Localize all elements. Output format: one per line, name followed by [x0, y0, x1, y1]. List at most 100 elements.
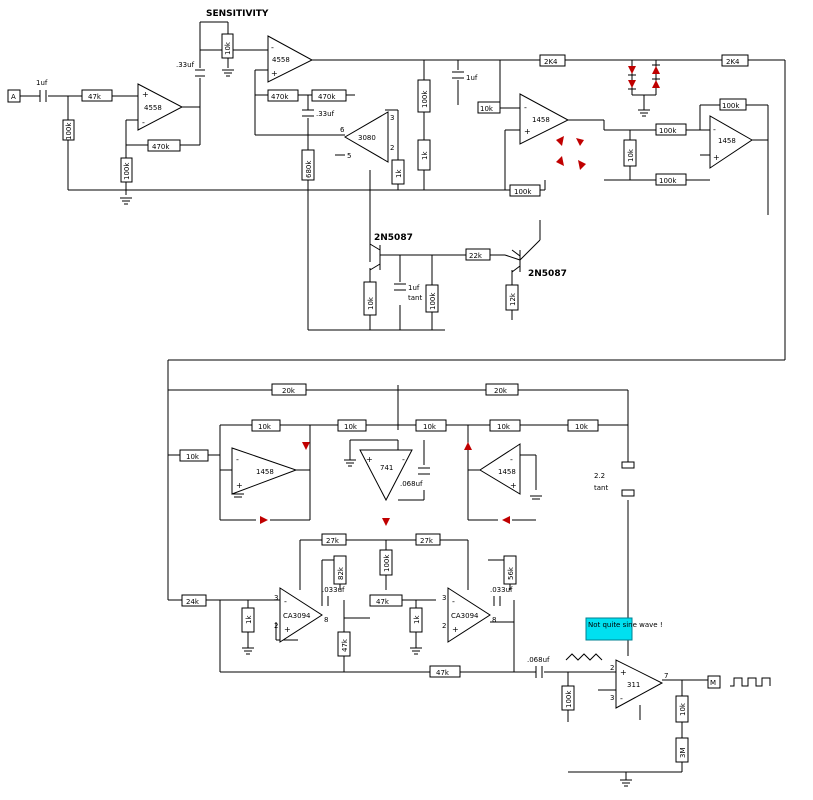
sine-note-callout: Not quite sine wave !: [565, 617, 663, 661]
q2-label: 2N5087: [528, 269, 567, 279]
svg-text:+: +: [366, 455, 373, 464]
opamp-u7: + - 741: [359, 449, 413, 502]
r-10k-sens-label: 10k: [224, 41, 232, 55]
c-033-a-label: .033uf: [322, 586, 345, 594]
svg-text:-: -: [284, 597, 287, 606]
opamp-u9-label: CA3094: [283, 612, 311, 620]
square-wave-icon: [730, 677, 771, 687]
svg-text:+: +: [713, 153, 720, 162]
r-100k-q-label: 100k: [429, 292, 437, 310]
tant-label: tant: [408, 294, 422, 302]
comparator-u11: + - 311 2 3 7: [610, 659, 668, 709]
r-27k-b-label: 27k: [420, 537, 434, 545]
r-1k-v2-label: 1k: [395, 169, 403, 178]
capacitors: 1uf .33uf .33uf 1uf 1uf tant .068uf 2.2 …: [36, 61, 635, 678]
opamp-u6-label: 1458: [256, 468, 274, 476]
r-2k4-b-label: 2K4: [726, 58, 740, 66]
r-47k-c-label: 47k: [436, 669, 450, 677]
svg-text:-: -: [271, 43, 274, 52]
svg-text:6: 6: [340, 126, 345, 134]
opamp-u3-label: 3080: [358, 134, 376, 142]
wiring-top: [20, 21, 786, 600]
svg-text:+: +: [236, 481, 243, 490]
opamp-u10-label: CA3094: [451, 612, 479, 620]
input-terminal: A: [7, 89, 21, 103]
r-470k-b-label: 470k: [318, 93, 336, 101]
r-100k-cmp-label: 100k: [565, 690, 573, 708]
r-10k-b-label: 10k: [258, 423, 272, 431]
q1-label: 2N5087: [374, 233, 413, 243]
output-terminal: M: [707, 675, 771, 689]
svg-text:-: -: [452, 597, 455, 606]
tant2-label: tant: [594, 484, 608, 492]
c-in-label: 1uf: [36, 79, 48, 87]
svg-text:3: 3: [442, 594, 446, 602]
svg-text:+: +: [620, 668, 627, 677]
r-470k-a-label: 470k: [271, 93, 289, 101]
r-10k-out-label: 10k: [679, 702, 687, 716]
r-680-label: 680k: [305, 160, 313, 178]
opamp-u10: - + CA3094 3 2 8: [442, 587, 496, 643]
opamp-u8-label: 1458: [498, 468, 516, 476]
r-10k-e-label: 10k: [497, 423, 511, 431]
opamp-u1-label: 4558: [144, 104, 162, 112]
svg-text:+: +: [510, 481, 517, 490]
opamp-u1: + - 4558: [137, 83, 184, 131]
r-10k-q-label: 10k: [367, 296, 375, 310]
r-470k-fb-label: 470k: [152, 143, 170, 151]
svg-text:+: +: [142, 90, 149, 99]
r-47k-label: 47k: [88, 93, 102, 101]
input-terminal-label: A: [11, 93, 16, 101]
r-20k-a-label: 20k: [282, 387, 296, 395]
sine-wave-icon: [565, 653, 603, 661]
svg-text:-: -: [402, 455, 405, 464]
r-22k-label: 22k: [469, 252, 483, 260]
c-221-label: 2.2: [594, 472, 605, 480]
opamp-u2-label: 4558: [272, 56, 290, 64]
r-100k-gnd-label: 100k: [123, 162, 131, 180]
svg-text:-: -: [236, 455, 239, 464]
svg-text:2: 2: [390, 144, 394, 152]
c-033-b-label: .033uf: [490, 586, 513, 594]
svg-text:7: 7: [664, 672, 668, 680]
r-100k-long-label: 100k: [514, 188, 532, 196]
output-terminal-label: M: [710, 679, 716, 687]
r-10k-v-label: 10k: [627, 148, 635, 162]
ground-symbols: [120, 69, 650, 787]
svg-text:8: 8: [324, 616, 328, 624]
sine-note-text: Not quite sine wave !: [588, 621, 663, 629]
c-33b-label: .33uf: [316, 110, 335, 118]
resistors-vertical: 100k 100k 10k 680k 100k 1k 1k 10k 10k 10…: [62, 33, 689, 763]
r-100k-in-label: 100k: [65, 122, 73, 140]
svg-text:8: 8: [492, 616, 496, 624]
r-100k-mid-label: 100k: [383, 554, 391, 572]
r-100k-top-label: 100k: [722, 102, 740, 110]
r-24k-label: 24k: [186, 598, 200, 606]
opamp-u8: - + 1458: [479, 443, 521, 495]
r-100k-bot-label: 100k: [659, 177, 677, 185]
c-068-label: .068uf: [400, 480, 423, 488]
r-2k4-a-label: 2K4: [544, 58, 558, 66]
svg-text:2: 2: [610, 664, 614, 672]
r-20k-b-label: 20k: [494, 387, 508, 395]
opamp-u4: - + 1458: [519, 93, 570, 145]
svg-text:-: -: [713, 125, 716, 134]
sensitivity-label: SENSITIVITY: [206, 9, 269, 19]
r-10k-f-label: 10k: [575, 423, 589, 431]
svg-text:5: 5: [347, 152, 351, 160]
opamp-u6: - + 1458: [231, 447, 298, 495]
r-27k-a-label: 27k: [326, 537, 340, 545]
opamp-u7-label: 741: [380, 464, 393, 472]
r-100k-v-label: 100k: [421, 90, 429, 108]
r-100k-h-label: 100k: [659, 127, 677, 135]
r-10k-h-label: 10k: [480, 105, 494, 113]
r-10k-a-label: 10k: [186, 453, 200, 461]
c-068b-label: .068uf: [527, 656, 550, 664]
wiring-bottom: [168, 385, 708, 780]
resistors-horizontal: 47k 470k 470k 470k 2K4 2K4 10k 100k 100k…: [81, 54, 749, 678]
svg-text:-: -: [142, 118, 145, 127]
svg-text:-: -: [620, 694, 623, 703]
r-1k-b-label: 1k: [413, 615, 421, 624]
svg-text:2: 2: [442, 622, 446, 630]
